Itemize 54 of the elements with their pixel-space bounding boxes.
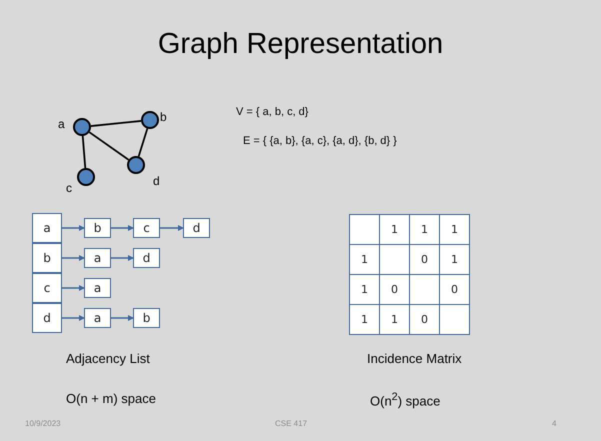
- list-cell: c: [133, 218, 160, 238]
- set-definition: E = { {a, b}, {a, c}, {a, d}, {b, d} }: [243, 135, 397, 147]
- arrow: [111, 225, 134, 231]
- arrow: [160, 225, 184, 231]
- graph-edge: [138, 128, 148, 157]
- list-cell: a: [84, 248, 111, 268]
- footer-text: CSE 417: [275, 419, 308, 428]
- vertex-circle: [127, 156, 145, 174]
- graph-edge: [90, 120, 142, 127]
- complexity-note: O(n$^{2}$) space: [370, 391, 440, 408]
- vertex-label: a: [58, 117, 65, 131]
- vertex-circle: [73, 118, 91, 136]
- matrix-cell: 1: [409, 214, 440, 245]
- matrix-cell: 0: [409, 304, 440, 335]
- vertex-label: d: [153, 174, 160, 188]
- vertex-circle: [77, 168, 95, 186]
- list-cell: c: [32, 273, 62, 303]
- list-cell: a: [32, 213, 62, 243]
- matrix-cell: 0: [379, 274, 410, 305]
- matrix-cell: 0: [439, 274, 470, 305]
- caption: Incidence Matrix: [367, 351, 462, 366]
- list-cell: d: [32, 303, 62, 333]
- graph-edge: [88, 131, 130, 161]
- arrow: [62, 255, 85, 261]
- list-cell: d: [133, 248, 160, 268]
- list-cell: a: [84, 278, 111, 298]
- matrix-cell: 0: [409, 244, 440, 275]
- arrow: [62, 285, 85, 291]
- matrix-cell: 1: [349, 244, 380, 275]
- matrix-cell: 1: [439, 244, 470, 275]
- matrix-cell: 1: [349, 304, 380, 335]
- list-cell: b: [133, 308, 160, 328]
- list-cell: d: [183, 218, 210, 238]
- vertex-label: c: [66, 181, 72, 195]
- vertex-circle: [141, 111, 159, 129]
- arrow: [111, 315, 134, 321]
- slide-title: Graph Representation: [156, 28, 444, 61]
- vertex-label: b: [160, 110, 167, 124]
- footer-date: 10/9/2023: [25, 419, 61, 428]
- set-definition: V = { a, b, c, d}: [236, 106, 308, 118]
- caption: Adjacency List: [66, 351, 150, 366]
- matrix-cell: 1: [349, 274, 380, 305]
- matrix-cell: 1: [379, 214, 410, 245]
- list-cell: b: [84, 218, 111, 238]
- graph-edge: [82, 136, 86, 168]
- arrow: [111, 255, 134, 261]
- arrow: [62, 315, 85, 321]
- list-cell: a: [84, 308, 111, 328]
- list-cell: b: [32, 243, 62, 273]
- matrix-cell: 1: [439, 214, 470, 245]
- matrix-cell: 1: [379, 304, 410, 335]
- complexity-note: O(n + m) space: [66, 391, 156, 406]
- page-number: 4: [552, 419, 556, 428]
- arrow: [62, 225, 85, 231]
